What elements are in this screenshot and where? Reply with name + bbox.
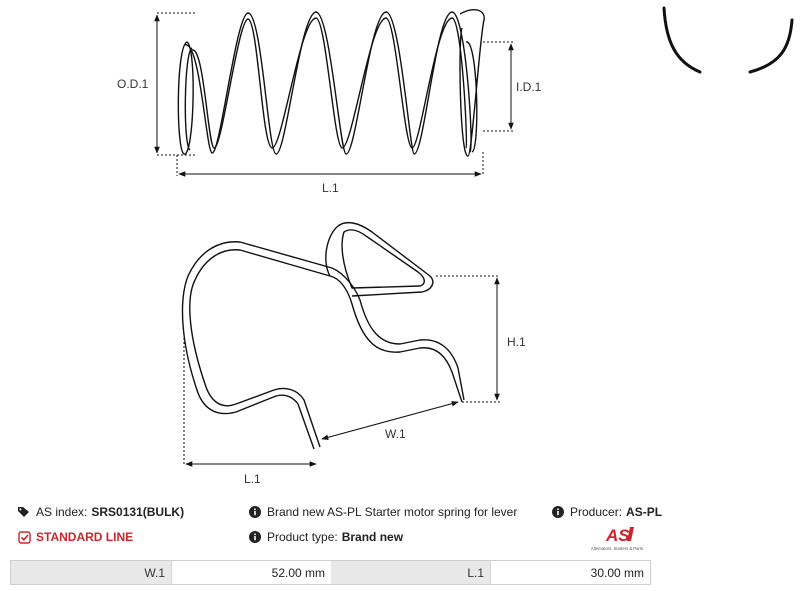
height-label: H.1 — [507, 335, 526, 349]
as-pl-logo: AS Alternators, Starters & Parts — [591, 526, 643, 551]
as-index-row: AS index: SRS0131(BULK) — [17, 505, 184, 519]
length-label-top: L.1 — [322, 181, 339, 195]
spec-label: W.1 — [11, 561, 171, 584]
standard-line-row: STANDARD LINE — [17, 530, 133, 544]
specs-table: W.1 52.00 mm L.1 30.00 mm — [10, 560, 651, 585]
logo-mark: AS — [605, 526, 630, 545]
lever-spring-drawing — [181, 221, 465, 450]
info-circle-icon — [248, 505, 262, 519]
lever-dimensions — [183, 275, 500, 467]
producer-label: Producer: — [570, 505, 623, 519]
product-type-value: Brand new — [341, 530, 404, 544]
tags-icon — [17, 505, 31, 519]
length-label-bottom: L.1 — [244, 472, 261, 486]
logo-tagline: Alternators, Starters & Parts — [591, 546, 643, 551]
producer-row: Producer: AS-PL — [551, 505, 662, 519]
coil-dimensions — [154, 12, 514, 177]
product-type-label: Product type: — [267, 530, 338, 544]
producer-value: AS-PL — [626, 505, 663, 519]
info-circle-icon — [248, 530, 262, 544]
corner-detail-drawing — [662, 6, 794, 74]
as-index-value: SRS0131(BULK) — [91, 505, 185, 519]
as-index-label: AS index: — [36, 505, 88, 519]
description-row: Brand new AS-PL Starter motor spring for… — [248, 505, 517, 519]
description-text: Brand new AS-PL Starter motor spring for… — [267, 505, 518, 519]
od-label: O.D.1 — [117, 77, 149, 91]
id-label: I.D.1 — [516, 80, 542, 94]
check-square-icon — [17, 530, 31, 544]
info-circle-icon — [551, 505, 565, 519]
coil-spring-drawing — [177, 9, 485, 157]
technical-drawing: O.D.1 I.D.1 L.1 H.1 W.1 L.1 — [117, 6, 794, 486]
spec-value: 30.00 mm — [490, 561, 650, 584]
spec-value: 52.00 mm — [171, 561, 331, 584]
standard-line-label: STANDARD LINE — [36, 530, 134, 544]
spec-label: L.1 — [331, 561, 490, 584]
product-type-row: Product type: Brand new — [248, 530, 403, 544]
width-label: W.1 — [385, 427, 406, 441]
